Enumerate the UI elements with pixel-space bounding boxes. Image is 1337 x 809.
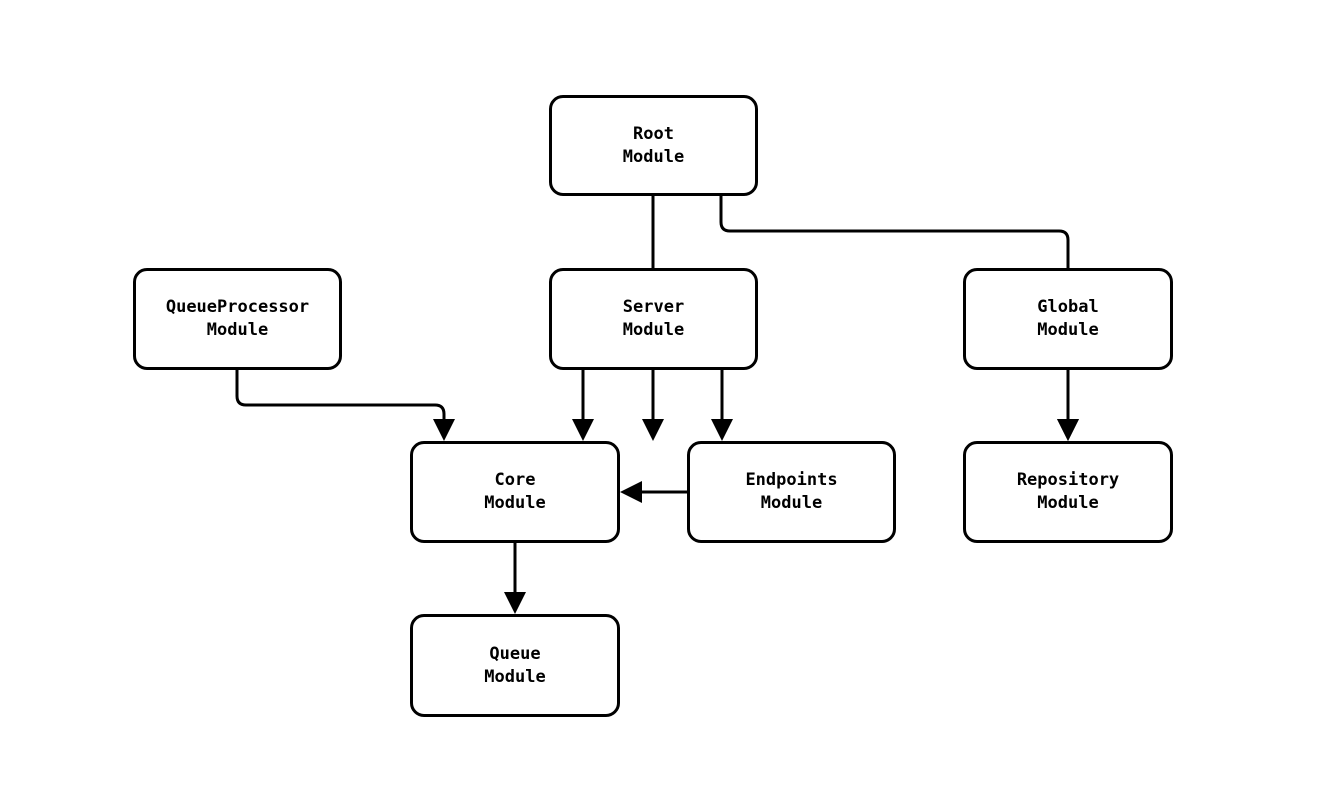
node-queueprocessor-module[interactable]: QueueProcessor Module [133,268,342,370]
node-endpoints-module-label: Endpoints Module [745,470,838,513]
node-root-module-label: Root Module [622,123,685,167]
edge-endpoints-to-core [620,481,687,503]
node-server-module[interactable]: Server Module [549,268,758,370]
edge-global-to-repository [1057,370,1079,441]
node-queue-module-label: Queue Module [484,643,546,687]
node-global-module-label: Global Module [1037,297,1099,340]
node-repository-module-label: Repository Module [1016,470,1120,513]
edge-core-to-queue [504,543,526,614]
node-queue-module[interactable]: Queue Module [410,614,620,717]
edge-queueprocessor-to-core [235,370,455,441]
node-root-module[interactable]: Root Module [549,95,758,196]
node-endpoints-module[interactable]: Endpoints Module [687,441,896,543]
node-queueprocessor-module-label: QueueProcessor Module [165,297,310,340]
node-server-module-label: Server Module [622,297,685,340]
edge-server-to-endpoints [711,370,733,441]
edge-server-to-core [572,370,594,441]
node-global-module[interactable]: Global Module [963,268,1173,370]
node-core-module-label: Core Module [484,470,546,513]
node-core-module[interactable]: Core Module [410,441,620,543]
node-repository-module[interactable]: Repository Module [963,441,1173,543]
